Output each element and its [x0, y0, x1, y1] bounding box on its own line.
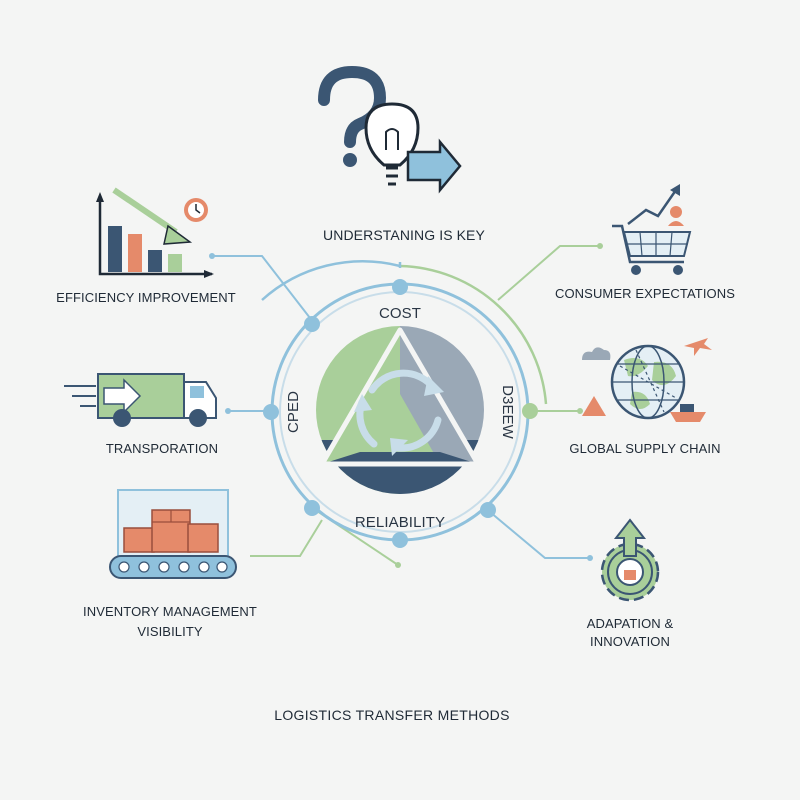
- label-adaptation-line1: ADAPATION &: [587, 616, 674, 631]
- warning-icon: [582, 396, 606, 416]
- ship-icon: [670, 404, 706, 422]
- center-label-reliability: RELIABILITY: [355, 514, 445, 531]
- question-mark-icon: [318, 65, 387, 167]
- label-transport: TRANSPORATION: [106, 441, 218, 456]
- connector-end-efficiency: [209, 253, 215, 259]
- label-consumer: CONSUMER EXPECTATIONS: [555, 286, 735, 301]
- shopping-cart-icon: [612, 184, 692, 275]
- ring-dot-right: [522, 403, 538, 419]
- center-label-left: CPED: [285, 391, 302, 433]
- connector-end-consumer: [597, 243, 603, 249]
- label-efficiency: EFFICIENCY IMPROVEMENT: [56, 290, 236, 305]
- ring-dot-upper-left: [304, 316, 320, 332]
- arrow-right-icon: [406, 138, 462, 194]
- connector-consumer: [497, 245, 600, 301]
- label-adaptation-line2: INNOVATION: [590, 634, 670, 649]
- connector-end-adaptation: [587, 555, 593, 561]
- connector-end-global: [577, 408, 583, 414]
- ring-dots: [209, 243, 603, 568]
- connector-adaptation: [489, 511, 590, 559]
- cloud-icon: [582, 347, 611, 360]
- top-label: UNDERSTANING IS KEY: [323, 227, 485, 243]
- label-inventory-line1: INVENTORY MANAGEMENT: [83, 604, 257, 619]
- lightbulb-icon: [364, 102, 462, 194]
- center-label-cost: COST: [379, 305, 421, 322]
- airplane-icon: [684, 338, 712, 356]
- ring-dot-lower-right: [480, 502, 496, 518]
- connector-efficiency: [212, 255, 311, 319]
- gear-icon: [600, 518, 660, 602]
- ring-dot-lower-left: [304, 500, 320, 516]
- clock-icon: [184, 198, 208, 222]
- ring-dot-left: [263, 404, 279, 420]
- connector-inventory: [250, 519, 323, 557]
- label-inventory-line2: VISIBILITY: [137, 624, 203, 639]
- center-triangle: [316, 326, 484, 494]
- connector-end-transport: [225, 408, 231, 414]
- globe-icon: [610, 344, 686, 420]
- label-global: GLOBAL SUPPLY CHAIN: [569, 441, 720, 456]
- conveyor-boxes-icon: [109, 489, 237, 579]
- delivery-truck-icon: [64, 373, 217, 427]
- bar-chart-icon: [96, 187, 214, 278]
- ring-dot-bottom: [392, 532, 408, 548]
- ring-dot-top: [392, 279, 408, 295]
- diagram-title: LOGISTICS TRANSFER METHODS: [274, 707, 509, 723]
- center-label-right: D3EEW: [499, 385, 516, 440]
- connector-end-inventory: [395, 562, 401, 568]
